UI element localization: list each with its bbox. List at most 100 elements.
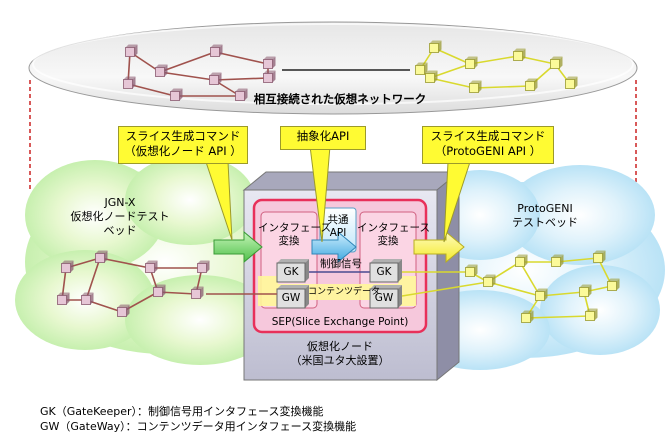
- top-brown-node: [123, 76, 136, 89]
- top-brown-node: [170, 88, 183, 101]
- jgn-network: [57, 250, 210, 317]
- protogeni-label-line2: テストベッド: [512, 215, 578, 229]
- top-brown-node: [209, 72, 222, 85]
- top-brown-link: [127, 83, 176, 97]
- top-yellow-node: [429, 40, 442, 53]
- common-api-label-line2: API: [329, 227, 347, 239]
- jgn-node: [153, 284, 166, 297]
- left-callout-line1: スライス生成コマンド: [125, 129, 241, 143]
- blue-arrow: [311, 230, 357, 264]
- gw-left-box: [276, 285, 309, 309]
- protogeni-node: [551, 254, 564, 267]
- jgn-node: [95, 250, 108, 263]
- protogeni-label-line1: ProtoGENI: [517, 202, 573, 215]
- node-label-line2: （米国ユタ大設置）: [290, 353, 390, 367]
- legend-line-gk: GK（GateKeeper）：制御信号用インタフェース変換機能: [40, 405, 324, 418]
- node-label-line1: 仮想化ノード: [307, 340, 373, 353]
- right-callout-line1: スライス生成コマンド: [430, 129, 546, 143]
- gk-right-label: GK: [376, 266, 392, 278]
- center-callout: 抽象化API: [280, 126, 366, 150]
- right-if-label: インタフェース 変換: [357, 222, 430, 248]
- gw-to-protogeni-link: [401, 281, 489, 297]
- virtual-network-label: 相互接続された仮想ネットワーク: [253, 92, 427, 106]
- right-callout: スライス生成コマンド （ProtoGENI API ）: [422, 126, 554, 164]
- left-callout: スライス生成コマンド （仮想化ノード API ）: [118, 126, 248, 164]
- jgn-cloud: [15, 155, 305, 365]
- top-brown-link: [214, 51, 269, 65]
- protogeni-node: [483, 274, 496, 287]
- top-yellow-link: [429, 77, 475, 89]
- protogeni-node: [585, 308, 598, 321]
- top-brown-network: [123, 44, 276, 101]
- protogeni-link: [525, 315, 591, 319]
- content-data-label: コンテンツデータ: [308, 287, 381, 297]
- left-if-label-line2: 変換: [278, 235, 300, 247]
- jgn-node: [57, 292, 70, 305]
- jgn-label-line1: JGN-X: [104, 196, 136, 209]
- top-brown-link: [159, 71, 215, 81]
- protogeni-network: [465, 250, 620, 323]
- right-if-label-line1: インタフェース: [357, 222, 430, 234]
- top-brown-node: [263, 70, 276, 83]
- top-brown-node: [235, 88, 248, 101]
- legend-line-gw: GW（GateWay）：コンテンツデータ用インタフェース変換機能: [40, 420, 357, 433]
- gk-right-box: [369, 259, 402, 283]
- jgn-node: [61, 260, 74, 273]
- top-brown-node: [155, 64, 168, 77]
- right-callout-line2: （ProtoGENI API ）: [434, 144, 542, 158]
- gw-right-label: GW: [374, 292, 394, 304]
- top-yellow-network: [415, 40, 578, 93]
- gw-right-box: [369, 285, 402, 309]
- top-yellow-node: [513, 48, 526, 61]
- top-yellow-link: [469, 55, 519, 65]
- top-yellow-node: [425, 70, 438, 83]
- common-api-label-line1: 共通: [327, 214, 349, 226]
- left-if-label: インタフェース 変換: [258, 222, 331, 248]
- control-signal-label: 制御信号: [320, 258, 362, 270]
- jgn-label-line2: 仮想化ノードテスト: [70, 209, 170, 223]
- right-if-label-line2: 変換: [377, 235, 399, 247]
- top-yellow-node: [525, 78, 538, 91]
- top-brown-node: [125, 44, 138, 57]
- jgn-node: [117, 304, 130, 317]
- gk-left-label: GK: [283, 266, 299, 278]
- protogeni-node: [593, 250, 606, 263]
- protogeni-node: [535, 288, 548, 301]
- top-yellow-node: [415, 62, 428, 75]
- top-yellow-node: [469, 80, 482, 93]
- jgn-node: [191, 286, 204, 299]
- top-brown-link: [213, 77, 269, 81]
- top-yellow-node: [550, 56, 563, 69]
- jgn-label: JGN-X 仮想化ノードテスト ベッド: [60, 196, 180, 237]
- jgn-node: [81, 292, 94, 305]
- jgn-label-line3: ベッド: [103, 223, 137, 237]
- protogeni-node: [515, 254, 528, 267]
- protogeni-node: [579, 284, 592, 297]
- top-yellow-node: [565, 76, 578, 89]
- yellow-arrow: [413, 230, 465, 264]
- top-yellow-link: [473, 85, 531, 89]
- protogeni-label: ProtoGENI テストベッド: [490, 202, 600, 230]
- protogeni-node: [465, 264, 478, 277]
- common-api-label: 共通 API: [318, 214, 358, 240]
- gw-left-label: GW: [281, 292, 301, 304]
- protogeni-node: [521, 310, 534, 323]
- top-brown-node: [263, 56, 276, 69]
- gk-left-box: [276, 259, 309, 283]
- jgn-link: [99, 257, 151, 269]
- center-callout-line1: 抽象化API: [296, 129, 350, 143]
- top-brown-node: [210, 44, 223, 57]
- protogeni-link: [487, 281, 541, 297]
- sep-label: SEP(Slice Exchange Point): [271, 316, 409, 328]
- left-callout-line2: （仮想化ノード API ）: [124, 144, 242, 158]
- top-yellow-node: [465, 56, 478, 69]
- jgn-node: [145, 260, 158, 273]
- protogeni-node: [607, 278, 620, 291]
- green-arrow: [213, 230, 263, 264]
- node-label: 仮想化ノード （米国ユタ大設置）: [280, 340, 400, 368]
- top-brown-link: [159, 51, 216, 73]
- jgn-node: [197, 260, 210, 273]
- left-if-label-line1: インタフェース: [258, 222, 331, 234]
